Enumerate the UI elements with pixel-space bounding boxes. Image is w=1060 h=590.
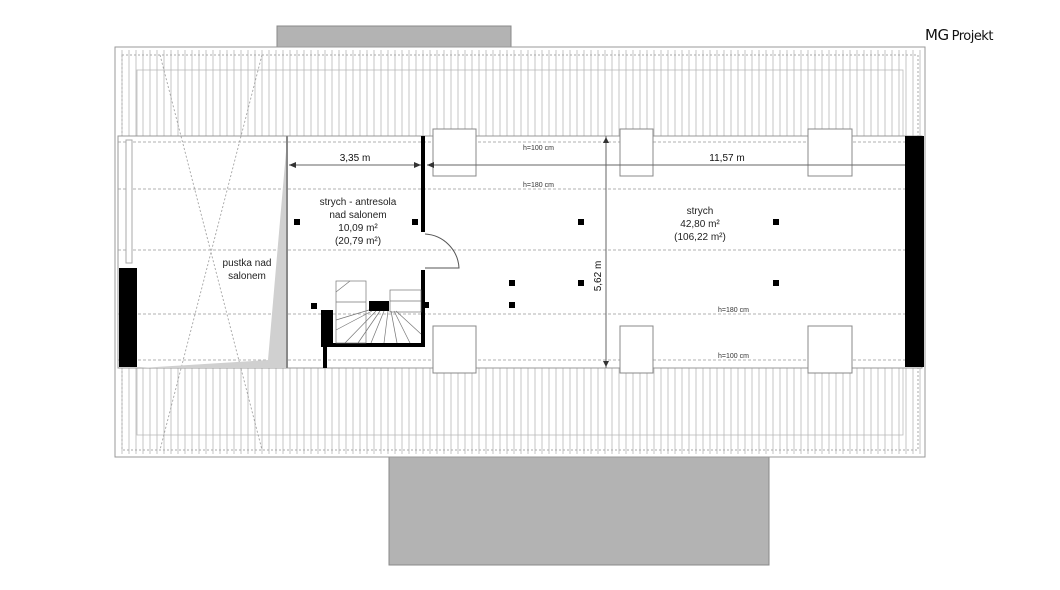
room-name-2: nad salonem: [329, 210, 386, 221]
room-name: strych: [687, 206, 714, 217]
room-total-area: (106,22 m²): [674, 232, 726, 243]
logo-text: Projekt: [951, 29, 994, 44]
void-edge-shading: [140, 140, 287, 368]
left-window: [125, 139, 133, 264]
height-label-bottom-100: h=100 cm: [718, 353, 749, 360]
height-lines: [118, 141, 922, 361]
room-name: strych - antresola: [320, 197, 397, 208]
door-swing: [424, 233, 460, 269]
roof-windows: [432, 128, 853, 374]
room-total-area: (20,79 m²): [335, 236, 381, 247]
roof-hatch-bottom: [118, 368, 922, 454]
height-label-top-100: h=100 cm: [523, 145, 554, 152]
room-area: 10,09 m²: [338, 223, 378, 234]
room-area: 42,80 m²: [680, 219, 720, 230]
right-gable-wall: [905, 136, 924, 367]
height-label-top-180: h=180 cm: [523, 182, 554, 189]
logo-mark: MG: [925, 26, 949, 44]
height-label-bottom-180: h=180 cm: [718, 307, 749, 314]
void-label-line2: salonem: [228, 271, 266, 282]
dimension-lines: [289, 136, 905, 368]
roof-hatch-top: [118, 50, 922, 136]
roof-dormer-top: [276, 25, 512, 48]
staircase: [335, 280, 422, 344]
dimension-depth: 5,62 m: [593, 261, 604, 292]
room-label-mezzanine: strych - antresola nad salonem 10,09 m² …: [320, 197, 397, 247]
roof-posts: [294, 219, 779, 309]
attic-interior: [117, 135, 923, 369]
room-label-attic: strych 42,80 m² (106,22 m²): [674, 206, 726, 243]
partition-walls: [321, 136, 425, 368]
dimension-left-width: 3,35 m: [340, 153, 371, 164]
roof-terrace-bottom: [388, 456, 770, 566]
void-label-line1: pustka nad: [223, 258, 272, 269]
left-gable-wall: [119, 268, 137, 367]
void-label: pustka nad salonem: [223, 258, 272, 282]
dimension-right-width: 11,57 m: [709, 153, 744, 164]
